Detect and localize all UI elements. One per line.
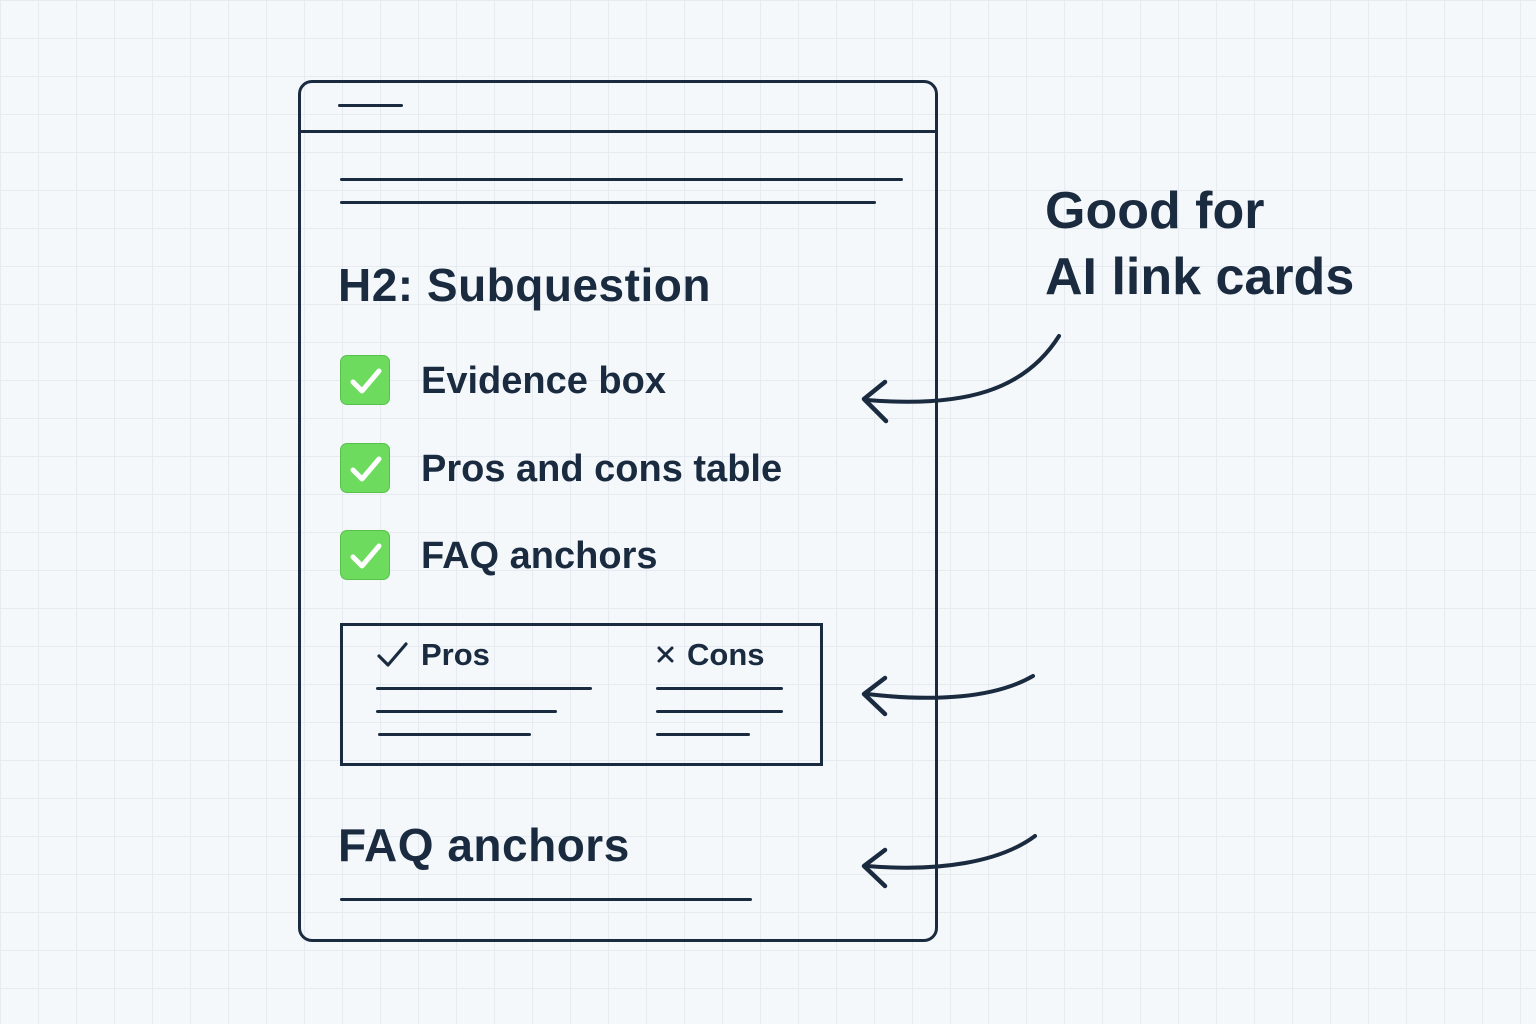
- callout-line: AI link cards: [1045, 248, 1355, 306]
- checklist-item-label: FAQ anchors: [421, 535, 658, 577]
- pros-text-line: [376, 687, 592, 690]
- callout-line: Good for: [1045, 182, 1265, 240]
- checkmark-icon: [340, 355, 390, 405]
- pros-header: Pros: [421, 637, 490, 672]
- cons-header: Cons: [687, 637, 765, 672]
- title-bar-stub: [338, 104, 403, 107]
- subquestion-heading: H2: Subquestion: [338, 259, 711, 311]
- cross-icon: [657, 646, 674, 663]
- document-wireframe: [298, 80, 938, 942]
- placeholder-text-line: [340, 201, 876, 204]
- curved-arrow-icon: [861, 334, 1061, 424]
- pros-text-line: [376, 710, 557, 713]
- faq-heading: FAQ anchors: [338, 819, 630, 871]
- callout-text: Good for AI link cards: [1045, 178, 1354, 310]
- checkmark-icon: [377, 642, 408, 667]
- checkmark-icon: [340, 443, 390, 493]
- cons-text-line: [656, 733, 750, 736]
- placeholder-text-line: [340, 178, 903, 181]
- checklist-item-label: Pros and cons table: [421, 448, 783, 490]
- pros-text-line: [378, 733, 531, 736]
- faq-text-line: [340, 898, 752, 901]
- pros-cons-table: [340, 623, 823, 766]
- cons-text-line: [656, 710, 783, 713]
- checkmark-icon: [340, 530, 390, 580]
- curved-arrow-icon: [861, 834, 1037, 889]
- title-bar-divider: [300, 130, 936, 133]
- cons-text-line: [656, 687, 783, 690]
- checklist-item-label: Evidence box: [421, 360, 666, 402]
- curved-arrow-icon: [861, 674, 1035, 717]
